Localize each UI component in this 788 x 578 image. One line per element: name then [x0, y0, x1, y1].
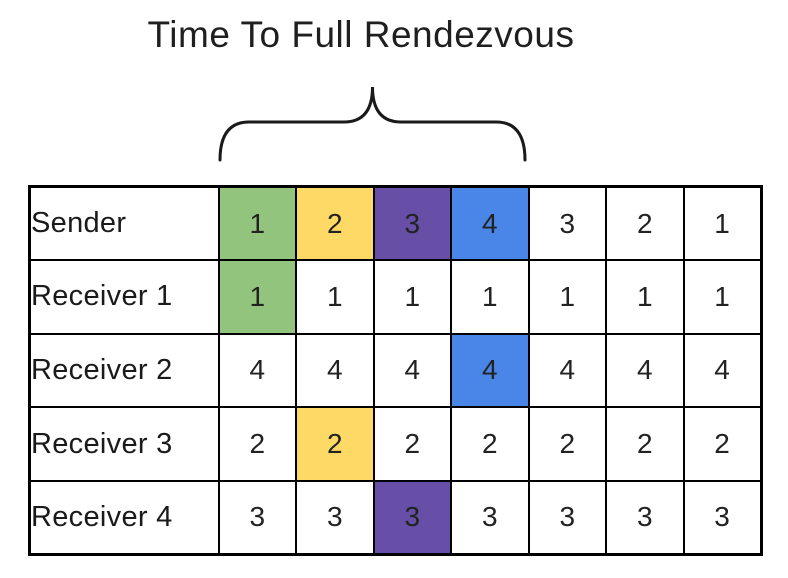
table-cell: 4 [682, 332, 762, 409]
table-cell: 1 [217, 259, 297, 335]
row-label: Receiver 3 [28, 406, 220, 482]
table-cell: 2 [682, 406, 762, 482]
table-cell: 3 [372, 185, 452, 262]
table-cell: 3 [372, 479, 452, 556]
table-cell: 3 [682, 479, 762, 556]
table-cell: 1 [217, 185, 297, 262]
table-cell: 1 [605, 259, 685, 335]
table-cell: 3 [605, 479, 685, 556]
row-label: Receiver 2 [28, 332, 220, 409]
table-cell: 4 [372, 332, 452, 409]
table-cell: 2 [605, 185, 685, 262]
table-cell: 3 [217, 479, 297, 556]
table-row-receiver-1: Receiver 1 1 1 1 1 1 1 1 [28, 259, 762, 335]
brace-icon [218, 86, 527, 162]
table-cell: 3 [527, 479, 607, 556]
table-cell: 1 [527, 259, 607, 335]
table-row-sender: Sender 1 2 3 4 3 2 1 [28, 185, 762, 262]
table-cell: 3 [450, 479, 530, 556]
figure-title: Time To Full Rendezvous [147, 14, 575, 55]
table-cell: 2 [372, 406, 452, 482]
table-cell: 2 [295, 185, 375, 262]
rendezvous-table: Sender 1 2 3 4 3 2 1 Receiver 1 1 1 1 1 … [28, 185, 763, 556]
table-cell: 2 [295, 406, 375, 482]
table-cell: 3 [295, 479, 375, 556]
table-cell: 4 [295, 332, 375, 409]
row-label: Receiver 4 [28, 479, 220, 556]
table-cell: 1 [682, 259, 762, 335]
table-cell: 4 [605, 332, 685, 409]
table-cell: 1 [372, 259, 452, 335]
table-cell: 1 [450, 259, 530, 335]
row-label: Sender [28, 185, 220, 262]
table-cell: 3 [527, 185, 607, 262]
table-cell: 1 [295, 259, 375, 335]
table-cell: 1 [682, 185, 762, 262]
table-cell: 2 [217, 406, 297, 482]
table-cell: 4 [217, 332, 297, 409]
table-cell: 2 [605, 406, 685, 482]
table-row-receiver-4: Receiver 4 3 3 3 3 3 3 3 [28, 479, 762, 556]
table-row-receiver-3: Receiver 3 2 2 2 2 2 2 2 [28, 406, 762, 482]
table-row-receiver-2: Receiver 2 4 4 4 4 4 4 4 [28, 332, 762, 409]
table-cell: 4 [527, 332, 607, 409]
table-cell: 2 [450, 406, 530, 482]
row-label: Receiver 1 [28, 259, 220, 335]
table-cell: 4 [450, 332, 530, 409]
table-cell: 2 [527, 406, 607, 482]
table-cell: 4 [450, 185, 530, 262]
